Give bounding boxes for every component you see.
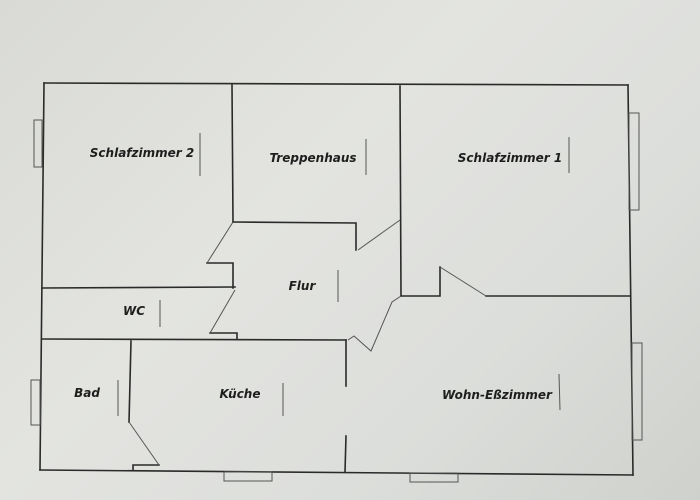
door-schlafzimmer1 xyxy=(439,266,487,297)
room-label-wc: WC xyxy=(122,304,146,318)
window-wohn-right xyxy=(631,342,643,441)
door-wc xyxy=(209,289,236,334)
window-bad xyxy=(30,379,41,426)
window-wohn-bottom xyxy=(409,472,459,483)
tick-wohn xyxy=(558,373,561,411)
window-kueche xyxy=(223,471,273,482)
wall-schlafzimmer2-bottom xyxy=(41,286,236,289)
room-label-wohn-esszimmer: Wohn-Eßzimmer xyxy=(442,388,552,402)
outer-wall-left xyxy=(39,82,45,471)
window-schlafzimmer2 xyxy=(33,119,43,168)
door-treppenhaus xyxy=(357,219,401,251)
room-label-schlafzimmer1: Schlafzimmer 1 xyxy=(457,151,563,165)
outer-wall-top xyxy=(43,82,629,86)
outer-wall-bottom xyxy=(39,469,634,476)
wall-wc-bottom xyxy=(41,338,347,341)
wall-bad-kueche xyxy=(128,340,132,423)
wall-flur-wc-stub xyxy=(209,332,238,340)
wall-flur-left xyxy=(206,262,234,289)
wall-kueche-wohn-lower xyxy=(344,435,347,473)
window-schlafzimmer1 xyxy=(628,112,640,211)
room-label-bad: Bad xyxy=(74,386,100,400)
wall-treppenhaus-bottom xyxy=(232,221,357,251)
room-label-flur: Flur xyxy=(288,279,316,293)
door-wohn xyxy=(347,295,402,352)
room-label-schlafzimmer2: Schlafzimmer 2 xyxy=(89,146,195,160)
door-schlafzimmer2 xyxy=(206,221,234,264)
room-label-kueche: Küche xyxy=(219,387,261,401)
wall-schlafzimmer2-right xyxy=(231,84,234,223)
wall-schlafzimmer1-bottom-a xyxy=(400,266,441,297)
room-label-treppenhaus: Treppenhaus xyxy=(269,151,357,165)
wall-treppenhaus-right xyxy=(399,85,402,297)
wall-bad-bottom-stub xyxy=(132,464,160,471)
door-bad xyxy=(128,421,160,466)
